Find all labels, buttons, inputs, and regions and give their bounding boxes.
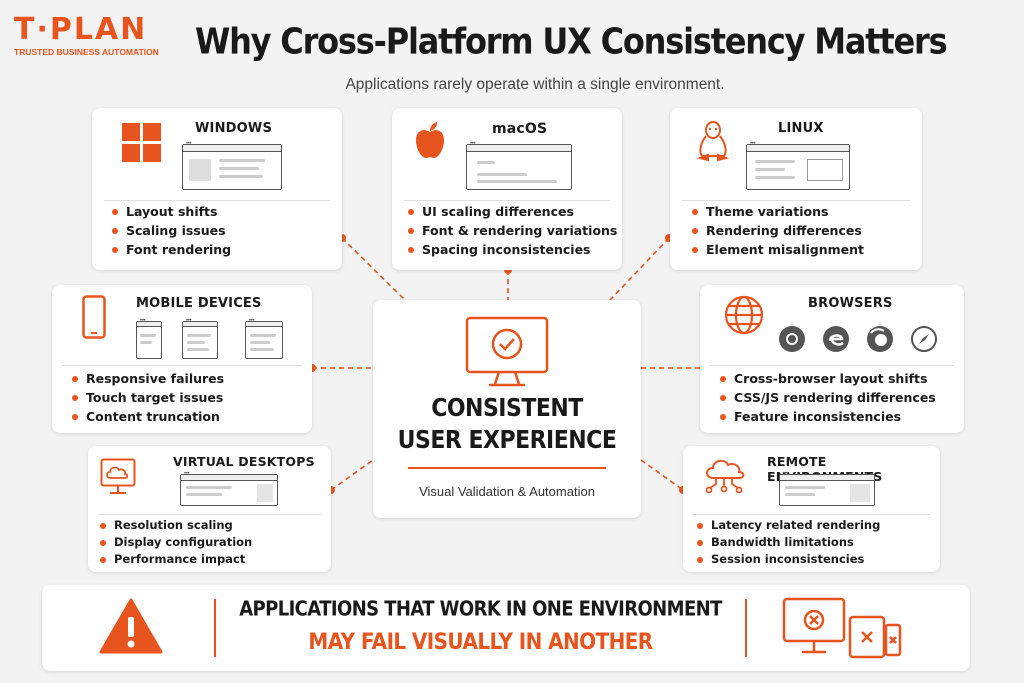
warning-icon xyxy=(99,598,163,654)
device-mockup xyxy=(245,318,283,359)
bullet-list: Resolution scaling Display configuration… xyxy=(98,518,252,569)
list-item: Element misalignment xyxy=(690,242,864,257)
edge-icon xyxy=(823,326,849,352)
card-macos: macOS UI scaling differences Font & rend… xyxy=(392,108,622,270)
list-item: Scaling issues xyxy=(110,223,231,238)
page-subtitle: Applications rarely operate within a sin… xyxy=(345,76,725,93)
logo-text: T·PLAN xyxy=(14,12,148,47)
firefox-icon xyxy=(867,326,893,352)
card-title: MOBILE DEVICES xyxy=(136,296,262,311)
cloud-network-icon xyxy=(705,459,745,494)
card-consistent-user-experience xyxy=(373,300,641,518)
bullet-list: Responsive failures Touch target issues … xyxy=(70,371,224,428)
bullet-list: Cross-browser layout shifts CSS/JS rende… xyxy=(718,371,936,428)
smartphone-icon xyxy=(82,295,106,339)
footer-divider-right xyxy=(745,599,747,657)
card-remote-environments: REMOTE ENVIRONMENTS Latency related rend… xyxy=(683,446,940,572)
window-mockup xyxy=(182,141,282,190)
card-title: LINUX xyxy=(778,121,824,136)
list-item: Resolution scaling xyxy=(98,518,252,532)
list-item: Touch target issues xyxy=(70,390,224,405)
window-mockup xyxy=(180,471,278,506)
footer-line1: APPLICATIONS THAT WORK IN ONE ENVIRONMEN… xyxy=(239,597,722,622)
list-item: Display configuration xyxy=(98,535,252,549)
footer-divider-left xyxy=(214,599,216,657)
globe-icon xyxy=(724,295,764,335)
list-item: Spacing inconsistencies xyxy=(406,242,617,257)
window-mockup xyxy=(466,141,572,190)
list-item: Latency related rendering xyxy=(695,518,880,532)
list-item: Layout shifts xyxy=(110,204,231,219)
card-browsers: BROWSERS Cross-browser layout shifts CSS… xyxy=(700,285,964,433)
list-item: Feature inconsistencies xyxy=(718,409,936,424)
list-item: Rendering differences xyxy=(690,223,864,238)
center-underline xyxy=(408,467,606,469)
list-item: UI scaling differences xyxy=(406,204,617,219)
list-item: Theme variations xyxy=(690,204,864,219)
footer-line2: MAY FAIL VISUALLY IN ANOTHER xyxy=(308,627,653,655)
logo-tagline: TRUSTED BUSINESS AUTOMATION xyxy=(14,47,159,57)
brand-logo: T·PLAN TRUSTED BUSINESS AUTOMATION xyxy=(14,12,159,58)
page-title: Why Cross-Platform UX Consistency Matter… xyxy=(195,19,948,63)
window-mockup xyxy=(746,141,850,190)
monitor-check-icon xyxy=(465,316,549,387)
list-item: Session inconsistencies xyxy=(695,552,880,566)
list-item: Font rendering xyxy=(110,242,231,257)
list-item: Content truncation xyxy=(70,409,224,424)
card-virtual-desktops: VIRTUAL DESKTOPS Resolution scaling Disp… xyxy=(88,446,331,572)
center-caption: Visual Validation & Automation xyxy=(419,484,595,499)
apple-icon xyxy=(416,122,444,158)
cloud-monitor-icon xyxy=(100,458,136,494)
bullet-list: Theme variations Rendering differences E… xyxy=(690,204,864,261)
footer-banner: APPLICATIONS THAT WORK IN ONE ENVIRONMEN… xyxy=(42,585,970,671)
list-item: Cross-browser layout shifts xyxy=(718,371,936,386)
bullet-list: Latency related rendering Bandwidth limi… xyxy=(695,518,880,569)
safari-icon xyxy=(911,326,937,352)
list-item: CSS/JS rendering differences xyxy=(718,390,936,405)
card-linux: LINUX Theme variations Rendering differe… xyxy=(670,108,922,270)
device-error-icon xyxy=(782,597,902,659)
card-title: macOS xyxy=(492,121,548,137)
card-mobile-devices: MOBILE DEVICES Responsive failures Touch… xyxy=(52,285,312,433)
card-title: VIRTUAL DESKTOPS xyxy=(173,454,315,469)
bullet-list: Layout shifts Scaling issues Font render… xyxy=(110,204,231,261)
center-title-line2: USER EXPERIENCE xyxy=(397,426,617,455)
card-windows: WINDOWS Layout shifts Scaling issues Fon… xyxy=(92,108,342,270)
card-title: BROWSERS xyxy=(808,296,893,311)
list-item: Responsive failures xyxy=(70,371,224,386)
phone-mockup xyxy=(136,318,162,359)
tablet-mockup xyxy=(182,318,218,359)
center-title-line1: CONSISTENT xyxy=(431,394,583,423)
list-item: Font & rendering variations xyxy=(406,223,617,238)
tux-penguin-icon xyxy=(696,121,730,162)
list-item: Performance impact xyxy=(98,552,252,566)
window-mockup xyxy=(779,471,875,506)
list-item: Bandwidth limitations xyxy=(695,535,880,549)
chrome-icon xyxy=(779,326,805,352)
windows-icon xyxy=(122,123,161,162)
bullet-list: UI scaling differences Font & rendering … xyxy=(406,204,617,261)
card-title: WINDOWS xyxy=(195,121,273,136)
